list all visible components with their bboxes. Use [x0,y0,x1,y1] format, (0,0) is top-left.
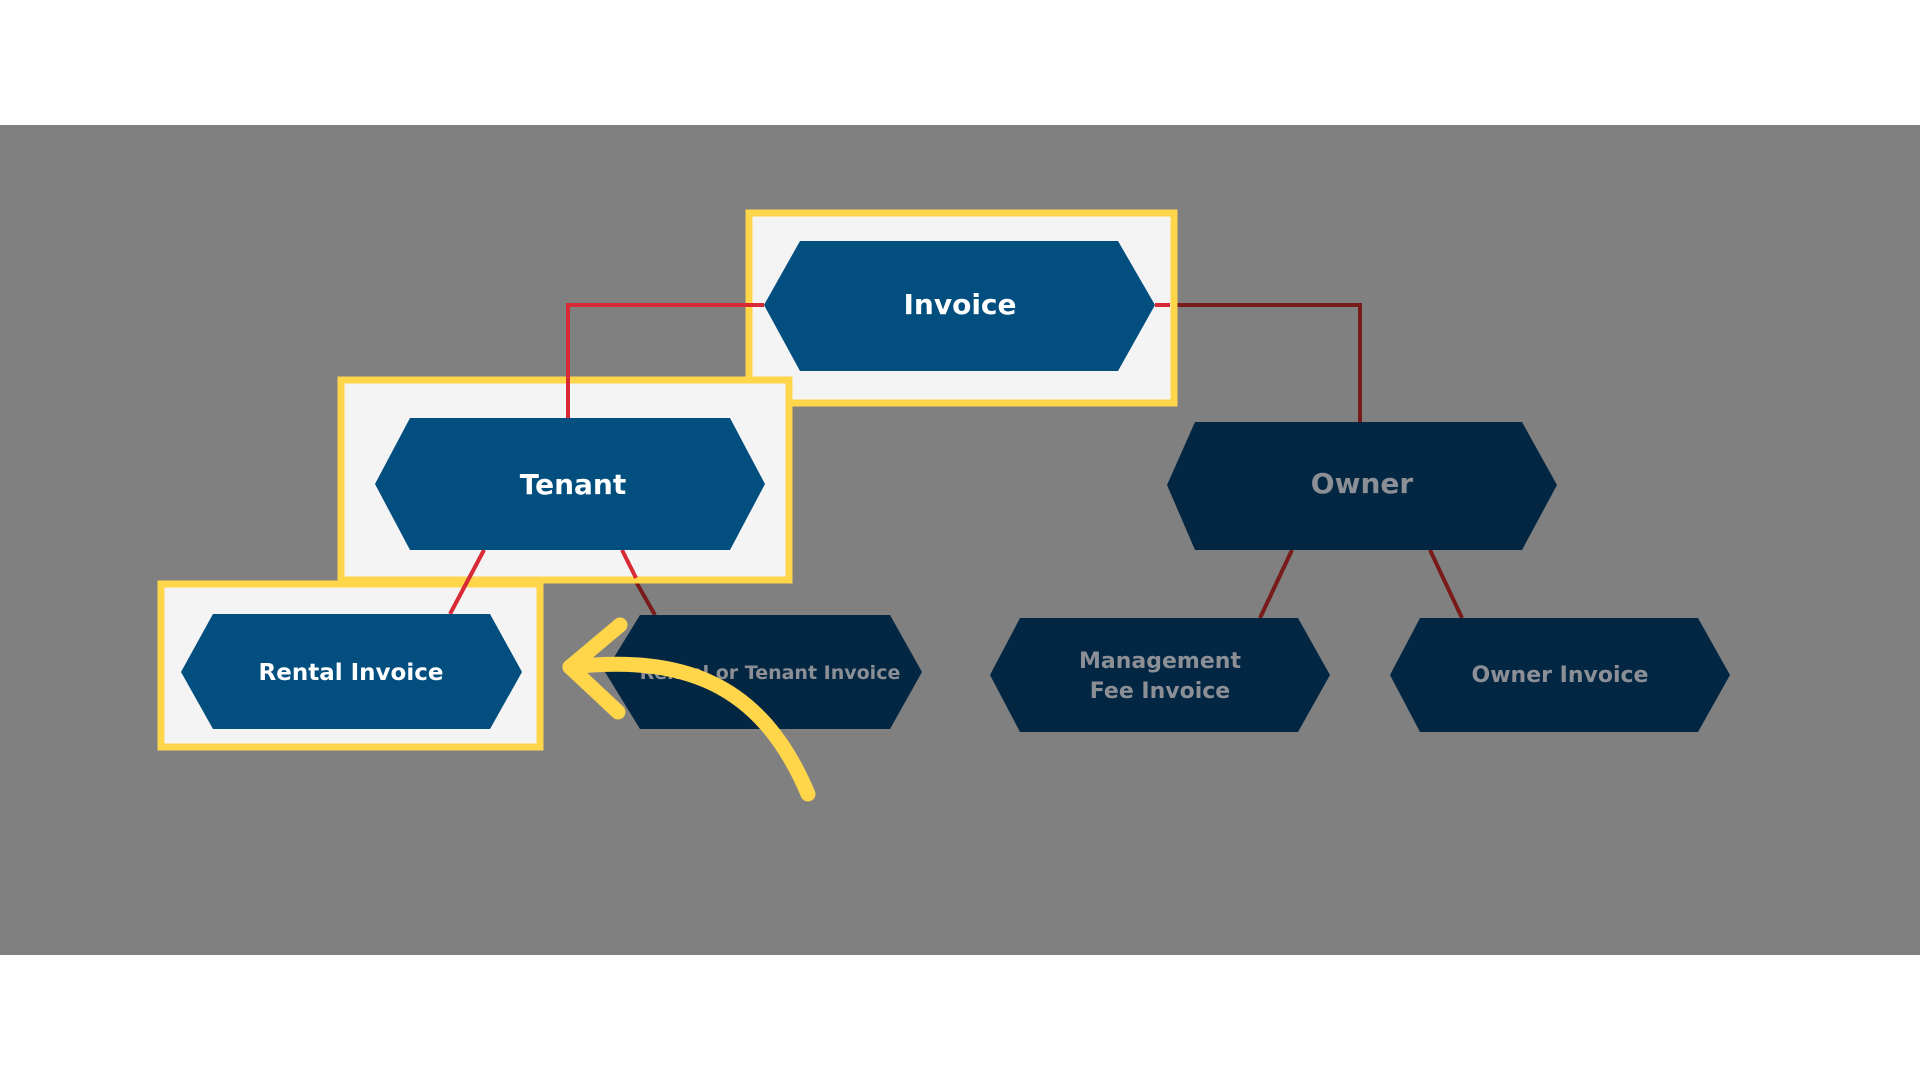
connector-tenant-rental-or-tenant-active [620,549,638,579]
node-rental-invoice[interactable]: Rental Invoice [181,614,522,729]
curved-arrow-icon [562,617,816,802]
connectors-active [448,303,1170,615]
connector-owner-management-fee [1258,549,1294,619]
node-invoice[interactable]: Invoice [764,241,1155,371]
connector-invoice-owner [1160,303,1362,422]
connector-invoice-tenant [566,303,764,418]
node-tenant[interactable]: Tenant [375,418,765,550]
node-tenant-label: Tenant [520,468,627,501]
node-management-fee-invoice[interactable]: Management Fee Invoice [990,618,1330,732]
connector-owner-owner-invoice [1428,549,1464,619]
node-invoice-label: Invoice [903,288,1016,321]
node-owner-invoice-label: Owner Invoice [1472,663,1649,688]
connector-tenant-rental-invoice [448,549,486,615]
node-management-fee-label-line2: Fee Invoice [1090,679,1230,704]
node-rental-invoice-label: Rental Invoice [259,660,444,686]
connectors-dimmed [633,303,1464,619]
node-owner-label: Owner [1311,467,1414,500]
node-owner-invoice[interactable]: Owner Invoice [1390,618,1730,732]
node-management-fee-label-line1: Management [1079,649,1241,674]
node-owner[interactable]: Owner [1167,422,1557,550]
connector-tenant-rental-or-tenant [633,579,657,616]
